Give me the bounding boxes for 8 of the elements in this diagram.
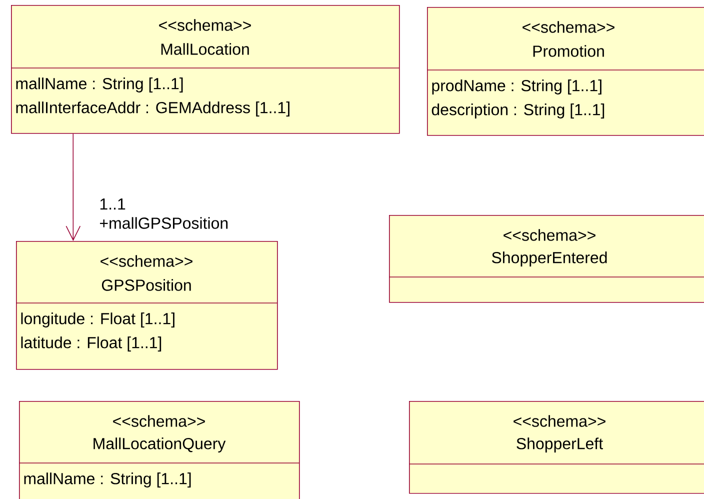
multiplicity-label: 1..1 (100, 198, 126, 210)
class-box: <<schema>> ShopperEntered (388, 215, 704, 303)
class-box: <<schema>> Promotion prodName : String [1..1] description : String [1..1] (426, 7, 704, 136)
association-arrow (66, 133, 81, 241)
class-box: <<schema>> GPSPosition longitude : Float [1..1] latitude : Float [1..1] (16, 241, 278, 370)
class-box: <<schema>> MallLocation mallName : String [1..1] mallInterfaceAddr : GEMAddress [1..1] (10, 5, 400, 134)
class-box: <<schema>> MallLocationQuery mallName : String [1..1] (18, 401, 300, 499)
class-box: <<schema>> ShopperLeft (408, 401, 704, 494)
